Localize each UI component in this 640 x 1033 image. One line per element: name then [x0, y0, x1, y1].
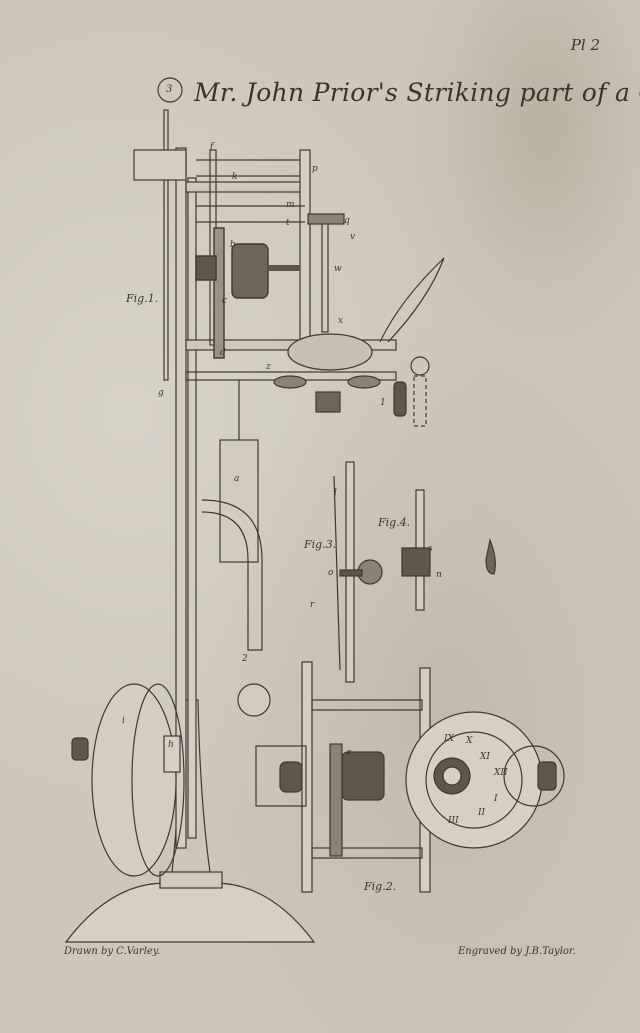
letter-i: i	[122, 716, 125, 726]
letter-t: t	[286, 218, 290, 228]
letter-g: g	[158, 388, 164, 398]
fig2-gear	[329, 743, 343, 857]
hammer-spring	[379, 257, 445, 343]
letter-c: c	[222, 296, 228, 306]
letter-w: w	[334, 264, 342, 274]
engraved-by-credit: Engraved by J.B.Taylor.	[458, 946, 576, 957]
circle-number: 3	[166, 84, 173, 95]
letter-z: z	[266, 362, 271, 372]
letter-r: r	[310, 600, 315, 610]
letter-l: l	[334, 488, 337, 498]
upright-left	[175, 147, 187, 849]
fig2-knob-f	[279, 761, 303, 793]
hammer-head	[287, 333, 373, 371]
numeral-ix: IX	[444, 734, 454, 744]
winding-key	[537, 761, 557, 791]
fig2-drum	[341, 751, 385, 801]
pendulum-rod	[163, 109, 169, 381]
letter-a: a	[234, 474, 240, 484]
great-wheel	[195, 227, 300, 359]
frame-right-pillar	[299, 149, 311, 351]
bell-i	[91, 683, 177, 877]
bell-rim	[131, 683, 185, 877]
letter-e: e	[346, 748, 352, 758]
fig2-label: Fig.2.	[364, 880, 397, 893]
weight-a	[219, 439, 259, 563]
letter-two: 2	[242, 654, 248, 664]
gear-z	[273, 375, 307, 389]
letter-m: m	[286, 200, 295, 210]
letter-f: f	[210, 142, 214, 152]
letter-p: p	[312, 164, 318, 174]
chain-ring	[410, 356, 430, 376]
pin-post	[321, 221, 329, 333]
pendulum-bob	[237, 683, 271, 717]
letter-k: k	[232, 172, 238, 182]
plate-number: Pl 2	[570, 36, 600, 54]
letter-v: v	[350, 232, 356, 242]
block-h	[163, 735, 181, 773]
letter-one: 1	[380, 398, 386, 408]
drawn-by-credit: Drawn by C.Varley.	[64, 946, 161, 957]
letter-s: s	[428, 544, 433, 554]
right-wheel-1	[393, 381, 407, 417]
curved-arm	[201, 499, 263, 651]
letter-h: h	[168, 740, 174, 750]
letter-b: b	[230, 240, 236, 250]
fig2-left-plate	[301, 661, 313, 893]
fig1-label: Fig.1.	[126, 292, 159, 305]
letter-d: d	[220, 348, 226, 358]
numeral-xii: XII	[494, 768, 508, 778]
fig2-bot-bar	[311, 847, 423, 859]
fig4-piece	[401, 547, 431, 577]
letter-o: o	[328, 568, 334, 578]
bell-knob	[71, 737, 89, 761]
base-foot	[159, 871, 223, 889]
numeral-xi: XI	[480, 752, 490, 762]
numeral-x: X	[466, 736, 473, 746]
fig4-label: Fig.4.	[378, 516, 411, 529]
numeral-i: I	[494, 794, 498, 804]
fig3-label: Fig.3.	[304, 538, 337, 551]
fig2-top-bar	[311, 699, 423, 711]
dial-inner	[425, 731, 523, 829]
dial-hub-inner	[442, 766, 462, 786]
top-circle-number-ring	[157, 77, 183, 103]
plate-title: Mr. John Prior's Striking part of a Cloc…	[194, 78, 640, 107]
letter-x: x	[338, 316, 344, 326]
fig4-x-drop	[485, 537, 496, 575]
base-dome	[64, 882, 316, 943]
numeral-iii: III	[448, 816, 459, 826]
top-block	[133, 149, 187, 181]
winding-ring	[503, 745, 565, 807]
fig3-rod	[333, 475, 341, 671]
gear-z2	[347, 375, 381, 389]
fig3-arm	[339, 569, 363, 577]
lower-block	[315, 391, 341, 413]
numeral-ii: II	[478, 808, 486, 818]
chain	[413, 375, 427, 427]
letter-q: q	[344, 216, 350, 226]
fig2-left-frame	[255, 745, 307, 807]
crossbar-q	[307, 213, 345, 225]
letter-n: n	[436, 570, 442, 580]
plate-horizontal-a	[185, 181, 307, 193]
upright-right	[187, 177, 197, 839]
